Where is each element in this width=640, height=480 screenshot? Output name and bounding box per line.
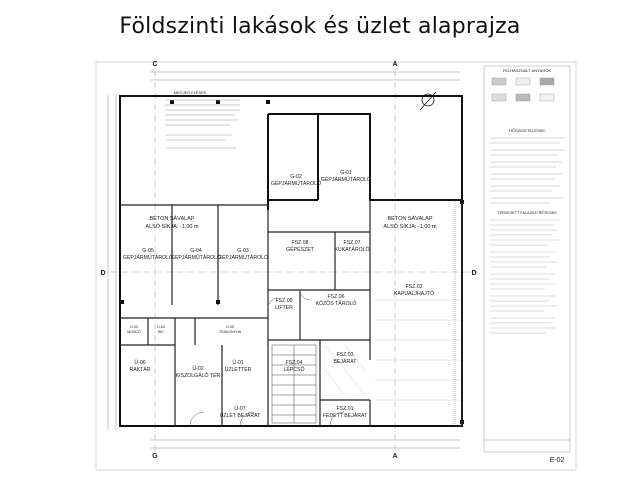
wall-hatch-strip bbox=[454, 199, 463, 427]
staircase bbox=[271, 344, 317, 424]
beton-right-line1: BETON SÁVALAP bbox=[387, 215, 432, 222]
notes-heading: MEGJEGYZÉSEK bbox=[174, 90, 207, 95]
room-u01-code: Ü-01 bbox=[232, 359, 243, 366]
room-g02-name: GÉPJÁRMŰTÁROLÓ bbox=[271, 180, 321, 187]
room-fsz06-name: KÖZÖS TÁROLÓ bbox=[316, 300, 357, 307]
room-fsz03-name: BEJÁRAT bbox=[334, 358, 358, 365]
room-g03-code: G-03 bbox=[237, 248, 249, 254]
room-u05-code: Ü-05 bbox=[226, 325, 234, 329]
room-fsz01-name: FEDETT BEJÁRAT bbox=[323, 412, 368, 419]
room-fsz08-code: FSZ.08 bbox=[291, 240, 308, 246]
room-u06-code: Ü-06 bbox=[134, 359, 145, 366]
section-a-bottom: A bbox=[392, 453, 397, 460]
section-g-bottom: G bbox=[152, 453, 158, 460]
room-g05-code: G-05 bbox=[142, 248, 154, 254]
interior-walls bbox=[120, 200, 371, 426]
room-fsz03-code: FSZ.03 bbox=[336, 352, 353, 358]
room-labels: G-02 GÉPJÁRMŰTÁROLÓ G-01 GÉPJÁRMŰTÁROLÓ … bbox=[123, 170, 434, 419]
room-u04-code: Ü-04 bbox=[157, 325, 165, 329]
room-fsz04-name: LÉPCSŐ bbox=[283, 366, 304, 373]
section-c-top: C bbox=[152, 61, 157, 68]
room-u01-name: ÜZLETTÉR bbox=[225, 366, 252, 373]
room-g01-name: GÉPJÁRMŰTÁROLÓ bbox=[321, 176, 371, 183]
room-g03-name: GÉPJÁRMŰTÁROLÓ bbox=[218, 254, 268, 261]
room-u04-name: WC bbox=[158, 330, 164, 334]
room-u07-code: Ü-07 bbox=[234, 405, 245, 412]
notes-block: MEGJEGYZÉSEK bbox=[165, 90, 240, 149]
room-fsz02-code: FSZ.02 bbox=[405, 284, 422, 290]
room-g01-code: G-01 bbox=[340, 170, 352, 176]
room-u06-name: RAKTÁR bbox=[129, 366, 150, 373]
room-g04-code: G-04 bbox=[190, 248, 202, 254]
drawing-title: Földszinti lakások és üzlet alaprajza bbox=[119, 14, 521, 39]
room-fsz05-code: FSZ.05 bbox=[275, 298, 292, 304]
room-u05-name: TEAKONYHA bbox=[219, 330, 242, 334]
legend-panel: FELHASZNÁLT ANYAGOK HŐSZIGETELÉSEK TERVE… bbox=[483, 65, 571, 464]
section-a-top: A bbox=[392, 61, 397, 68]
room-u07-name: ÜZLET BEJÁRAT bbox=[220, 412, 262, 419]
room-g05-name: GÉPJÁRMŰTÁROLÓ bbox=[123, 254, 173, 261]
room-fsz05-name: LIFTER bbox=[275, 305, 293, 311]
north-arrow bbox=[419, 91, 437, 111]
small-room-labels: Ü-03 MOSDÓ Ü-04 WC Ü-05 TEAKONYHA bbox=[127, 325, 241, 334]
beton-left-line2: ALSÓ SÍKJA: -1,00 m bbox=[145, 223, 199, 230]
paving-hatch bbox=[324, 299, 460, 401]
sheet-number: E-02 bbox=[550, 457, 565, 464]
room-fsz04-code: FSZ.04 bbox=[285, 360, 302, 366]
section-markers: A C D D G A bbox=[100, 61, 476, 460]
room-fsz08-name: GÉPÉSZET bbox=[286, 246, 315, 253]
foundation-notes: BETON SÁVALAP ALSÓ SÍKJA: -1,00 m BETON … bbox=[145, 215, 437, 230]
grid-axes bbox=[100, 60, 478, 452]
beton-right-line2: ALSÓ SÍKJA: -1,00 m bbox=[383, 223, 437, 230]
room-fsz06-code: FSZ.06 bbox=[327, 294, 344, 300]
room-g04-name: GÉPJÁRMŰTÁROLÓ bbox=[171, 254, 221, 261]
room-u03-code: Ü-03 bbox=[130, 325, 138, 329]
room-fsz07-name: KUKATÁROLÓ bbox=[334, 246, 369, 253]
dimension-lines bbox=[107, 71, 460, 449]
room-u02-code: Ü-02 bbox=[192, 365, 203, 372]
beton-left-line1: BETON SÁVALAP bbox=[149, 215, 194, 222]
legend-insulation-heading: HŐSZIGETELÉSEK bbox=[509, 128, 545, 133]
room-g02-code: G-02 bbox=[290, 174, 302, 180]
room-fsz01-code: FSZ.01 bbox=[336, 406, 353, 412]
walls bbox=[119, 95, 463, 427]
room-u02-name: KISZOLGÁLÓ TÉR bbox=[176, 372, 221, 379]
section-d-right: D bbox=[471, 270, 476, 277]
room-fsz07-code: FSZ.07 bbox=[343, 240, 360, 246]
door-swings bbox=[189, 289, 345, 427]
legend-heading: FELHASZNÁLT ANYAGOK bbox=[503, 68, 552, 73]
room-fsz02-name: KAPUALJHAJTÓ bbox=[394, 290, 434, 297]
section-d-left: D bbox=[100, 270, 105, 277]
room-u03-name: MOSDÓ bbox=[127, 329, 141, 334]
legend-walls-heading: TERVEZETT FALAZATI RÉTEGEK bbox=[497, 210, 557, 215]
sheet-border bbox=[95, 61, 577, 471]
